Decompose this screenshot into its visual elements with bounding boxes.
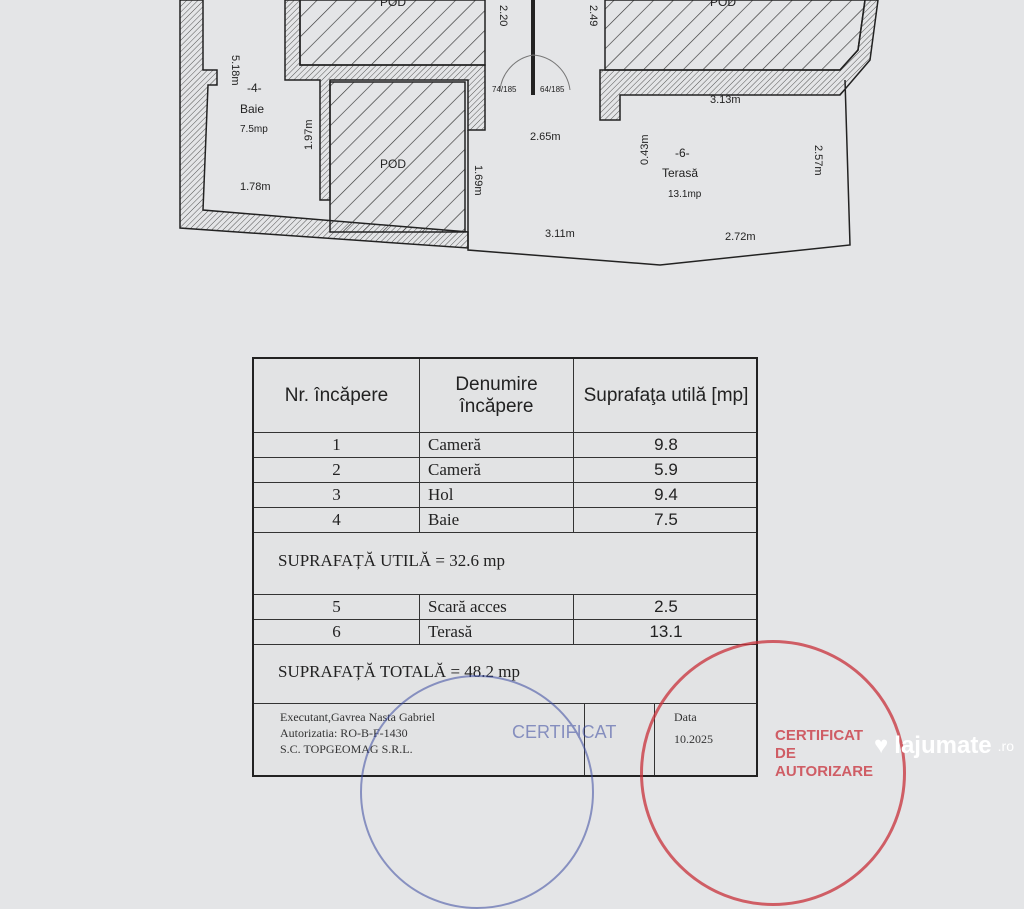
cell: 3 (254, 482, 420, 507)
pod-top-right (604, 0, 866, 71)
stamp-text: CERTIFICAT (512, 722, 617, 742)
brand-tld: .ro (997, 738, 1014, 754)
room-area: 13.1mp (668, 189, 702, 200)
room-area: 7.5mp (240, 124, 268, 135)
cell: Hol (420, 482, 574, 507)
stamp-text: CERTIFICAT DE AUTORIZARE (775, 727, 874, 780)
room-label: Terasă (662, 166, 698, 180)
door-dimension: 64/185 (540, 85, 565, 94)
dimension: 1.69m (472, 165, 484, 196)
cell: 7.5 (654, 509, 678, 529)
header-cell: Nr. încăpere (254, 359, 420, 432)
door-dimension: 74/185 (492, 85, 517, 94)
room-number: -6- (675, 146, 690, 160)
room-number: -4- (247, 81, 262, 95)
room-label: POD (380, 157, 406, 171)
brand-name: lajumate (894, 732, 992, 759)
dimension: 1.78m (240, 181, 271, 193)
floor-plan: POD POD POD -4- Baie 7.5mp -6- Terasă 13… (179, 0, 879, 266)
cell: 5.9 (654, 459, 678, 479)
room-label: POD (380, 0, 406, 9)
dimension: 2.20 (497, 5, 509, 26)
subtotal-text: SUPRAFAȚĂ UTILĂ = 32.6 mp (278, 551, 505, 570)
cell: 2 (254, 457, 420, 482)
cell: Terasă (420, 619, 574, 644)
header-cell: Suprafaţa utilă [mp] (583, 384, 749, 406)
cell: Baie (420, 507, 574, 532)
terasa-outline (467, 79, 851, 266)
dimension: 2.57m (812, 145, 824, 176)
watermark-logo: ♥ lajumate .ro (874, 732, 1014, 760)
room-label: Baie (240, 102, 264, 116)
room-label: POD (710, 0, 736, 9)
cell: 1 (254, 432, 420, 457)
dimension: 2.65m (530, 131, 561, 143)
cell: 9.8 (654, 434, 678, 454)
outer-wall (179, 0, 469, 249)
cell: 6 (254, 619, 420, 644)
cell: 5 (254, 594, 420, 619)
cell: 13.1 (649, 621, 683, 641)
dimension: 2.49 (587, 5, 599, 26)
dimension: 0.43m (639, 134, 651, 165)
blue-stamp: CERTIFICAT (360, 675, 616, 909)
dimension: 3.11m (545, 228, 575, 240)
dimension: 2.72m (725, 231, 756, 243)
dimension: 1.97m (303, 119, 315, 150)
red-stamp: CERTIFICAT DE AUTORIZARE (640, 640, 906, 906)
dimension: 5.18m (229, 55, 241, 86)
pod-top-left (299, 0, 486, 66)
cell: 4 (254, 507, 420, 532)
header-cell: Denumire încăpere (420, 359, 574, 432)
dimension: 3.13m (710, 94, 741, 106)
cell: Scară acces (420, 594, 574, 619)
heart-icon: ♥ (874, 732, 889, 759)
cell: Cameră (420, 432, 574, 457)
cell: 2.5 (654, 596, 678, 616)
cell: Cameră (420, 457, 574, 482)
pod-middle (329, 81, 466, 233)
table-header: Nr. încăpere Denumire încăpere Suprafaţa… (254, 359, 756, 433)
cell: 9.4 (654, 484, 678, 504)
subtotal-row: SUPRAFAȚĂ UTILĂ = 32.6 mp (254, 532, 756, 595)
